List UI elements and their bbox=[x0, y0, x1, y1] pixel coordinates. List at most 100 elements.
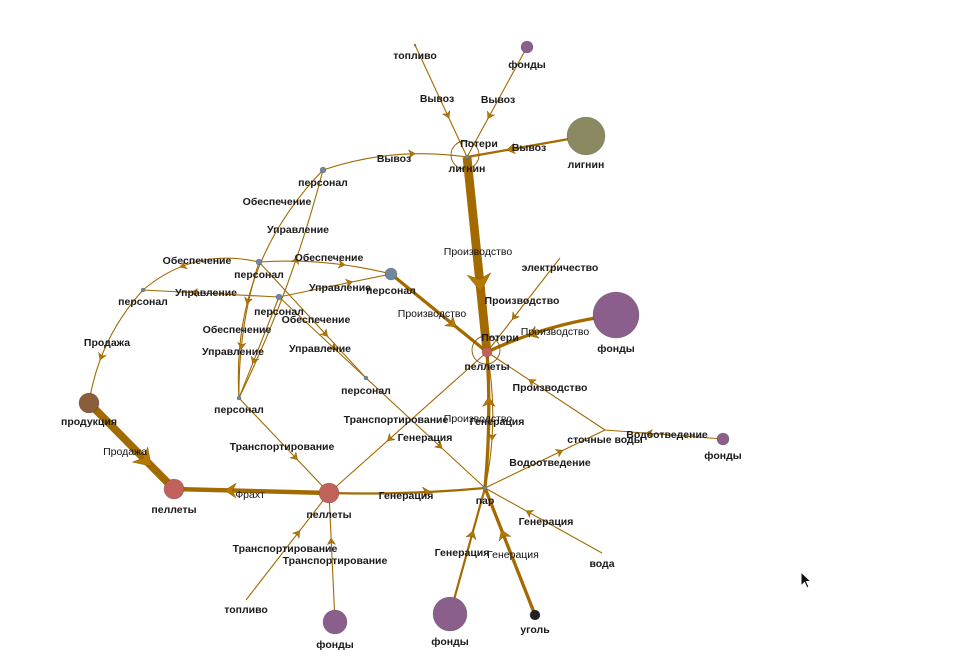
node-label: пеллеты bbox=[306, 509, 351, 521]
node-label: персонал bbox=[254, 306, 304, 318]
edge-pers3-product bbox=[88, 289, 144, 404]
edge-label: Генерация bbox=[470, 416, 525, 428]
edge-pers2-pers5 bbox=[258, 260, 392, 275]
node-pellets2[interactable] bbox=[318, 482, 340, 504]
edge-label: Транспортирование bbox=[344, 414, 449, 426]
node-label: сточные воды bbox=[567, 434, 642, 446]
node-pers5[interactable] bbox=[384, 267, 398, 281]
edge-pers1-pers7 bbox=[237, 169, 324, 399]
arrow-icon bbox=[98, 351, 108, 361]
node-label: персонал bbox=[234, 269, 284, 281]
node-fund4[interactable] bbox=[322, 609, 348, 635]
edge-pers7-pers1 bbox=[238, 169, 324, 399]
arrow-icon bbox=[386, 432, 396, 442]
edge-pellets2-pellets3 bbox=[173, 486, 330, 496]
node-pers3[interactable] bbox=[140, 287, 146, 293]
edge-label: Производство bbox=[521, 326, 590, 338]
edge-label: Обеспечение bbox=[243, 196, 312, 208]
edge-waste-pelletsC bbox=[486, 351, 606, 431]
arrow-icon bbox=[291, 530, 301, 540]
node-fund3[interactable] bbox=[432, 596, 468, 632]
node-fund1[interactable] bbox=[520, 40, 534, 54]
arrow-icon bbox=[443, 315, 457, 328]
node-ligninBig[interactable] bbox=[566, 116, 606, 156]
node-pers2[interactable] bbox=[255, 258, 263, 266]
arrow-icon bbox=[465, 530, 477, 541]
edge-steam-pelletsC bbox=[483, 351, 491, 489]
mouse-cursor-icon bbox=[800, 571, 813, 589]
node-pers1[interactable] bbox=[319, 166, 327, 174]
node-pelletsC[interactable] bbox=[481, 346, 493, 358]
edge-fuel1-lignin bbox=[414, 44, 468, 158]
arrow-icon bbox=[190, 288, 199, 298]
node-steam[interactable] bbox=[482, 485, 488, 491]
edge-label: Производство bbox=[444, 413, 513, 425]
node-pers7[interactable] bbox=[236, 395, 242, 401]
edge-label: Вывоз bbox=[512, 142, 546, 154]
node-pellets3[interactable] bbox=[163, 478, 185, 500]
edges-layer bbox=[86, 44, 724, 623]
edge-label: Генерация bbox=[519, 516, 574, 528]
node-label: фонды bbox=[431, 636, 468, 648]
node-fundBig[interactable] bbox=[592, 291, 640, 339]
edge-label: Генерация bbox=[487, 549, 539, 561]
node-coal[interactable] bbox=[529, 609, 541, 621]
arrow-icon bbox=[337, 259, 346, 269]
edge-label: Производство bbox=[444, 246, 513, 258]
node-label: вода bbox=[589, 558, 614, 570]
edge-label: Управление bbox=[267, 224, 329, 236]
edge-fund4-pellets2 bbox=[328, 492, 336, 623]
node-fundSmall[interactable] bbox=[716, 432, 730, 446]
node-label: пеллеты bbox=[151, 504, 196, 516]
node-label: топливо bbox=[224, 604, 268, 616]
arrow-icon bbox=[511, 311, 521, 320]
node-product[interactable] bbox=[78, 392, 100, 414]
edge-pers4-pers6 bbox=[278, 296, 367, 379]
node-pers6[interactable] bbox=[363, 375, 369, 381]
edge-label: Производство bbox=[513, 382, 588, 394]
arrow-icon bbox=[224, 482, 237, 499]
arrow-icon bbox=[498, 529, 512, 542]
arrow-icon bbox=[506, 142, 517, 155]
loop-label: Потери bbox=[481, 332, 519, 344]
edge-label: Продажа bbox=[103, 446, 147, 458]
edge-label: Генерация bbox=[379, 490, 434, 502]
nodes-layer bbox=[78, 40, 730, 635]
node-fuel1[interactable] bbox=[413, 43, 417, 47]
edge-pers2-pers7 bbox=[238, 261, 260, 399]
edge-water-steam bbox=[484, 487, 603, 554]
loop-label: Потери bbox=[460, 138, 498, 150]
arrow-icon bbox=[344, 278, 354, 288]
edge-pers4-pers5 bbox=[278, 273, 392, 298]
edge-label: Управление bbox=[175, 287, 237, 299]
edge-label: Вывоз bbox=[481, 94, 515, 106]
edge-label: Обеспечение bbox=[203, 324, 272, 336]
edge-label: Транспортирование bbox=[230, 441, 335, 453]
arrow-icon bbox=[131, 446, 152, 467]
node-pers4[interactable] bbox=[275, 293, 283, 301]
arrow-icon bbox=[441, 109, 451, 119]
edge-pers6-steam bbox=[365, 377, 486, 489]
edge-label: Продажа bbox=[84, 337, 130, 349]
edge-label: Транспортирование bbox=[283, 555, 388, 567]
node-label: пар bbox=[476, 495, 495, 507]
edge-label: Генерация bbox=[398, 432, 453, 444]
edge-label: Обеспечение bbox=[282, 314, 351, 326]
edge-pers1-lignin bbox=[322, 153, 468, 171]
edge-label: Водоотведение bbox=[509, 457, 591, 469]
arrow-icon bbox=[421, 486, 432, 499]
edge-elec-pelletsC bbox=[486, 257, 561, 353]
arrow-icon bbox=[554, 449, 564, 458]
arrow-icon bbox=[527, 325, 540, 339]
edge-label: Обеспечение bbox=[295, 252, 364, 264]
arrow-icon bbox=[179, 260, 189, 270]
node-label: продукция bbox=[61, 416, 117, 428]
node-label: персонал bbox=[341, 385, 391, 397]
edge-label: Управление bbox=[289, 343, 351, 355]
node-label: персонал bbox=[118, 296, 168, 308]
node-lignin[interactable] bbox=[464, 154, 470, 160]
node-label: топливо bbox=[393, 50, 437, 62]
edge-label: Управление bbox=[309, 282, 371, 294]
